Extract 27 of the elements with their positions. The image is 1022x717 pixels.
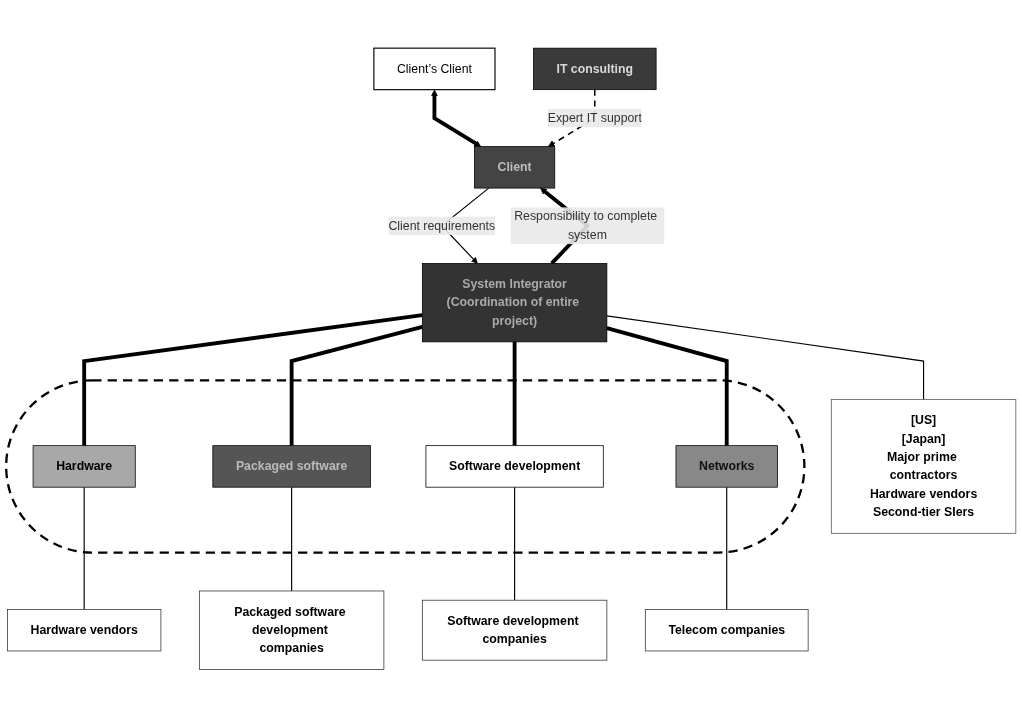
connector: [289, 324, 423, 446]
node-box: Packaged software development companies: [198, 590, 385, 670]
node-box: Software development: [425, 445, 604, 488]
edge-label: Client requirements: [388, 218, 496, 232]
connector: [606, 325, 729, 446]
connector: [606, 314, 925, 400]
node-box: [US] [Japan] Major prime contractors Hardware vendors Second-tier SIers: [830, 398, 1017, 534]
node-box: Telecom companies: [644, 608, 809, 652]
node-box: Hardware vendors: [7, 608, 162, 652]
node-box: IT consulting: [533, 47, 657, 90]
node-box: Packaged software: [212, 445, 371, 488]
cluster: [5, 378, 806, 554]
connector: [83, 486, 85, 610]
node-box: Client: [474, 145, 556, 189]
node-box: Hardware: [32, 445, 136, 488]
edge-label: Expert IT support: [547, 110, 642, 124]
connector: [726, 486, 728, 610]
connector: [291, 486, 293, 592]
edge-label: Responsibility to complete system: [514, 209, 658, 241]
node-box: Software development companies: [421, 599, 608, 661]
node-box: Client’s Client: [373, 47, 496, 90]
connector: [514, 486, 516, 601]
connector: [82, 313, 423, 446]
arrow: [431, 89, 482, 147]
node-box: Networks: [675, 445, 778, 488]
connector: [512, 341, 517, 446]
node-box: System Integrator (Coordination of entire project): [421, 262, 608, 342]
